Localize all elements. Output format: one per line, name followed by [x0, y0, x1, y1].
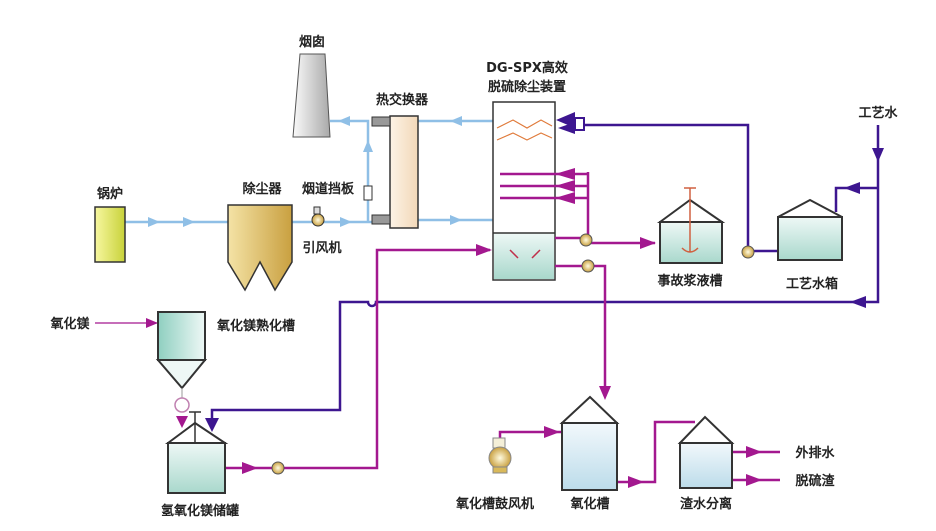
mgo-slaking-tank-label: 氧化镁熟化槽 — [216, 318, 295, 334]
pump-icon — [271, 233, 755, 475]
oxidation-tank-label: 氧化槽 — [569, 496, 609, 512]
oxidation-blower-label: 氧化槽鼓风机 — [455, 496, 534, 512]
damper-icon — [363, 116, 391, 225]
accident-slurry-tank — [656, 187, 726, 264]
mgo-label: 氧化镁 — [49, 316, 90, 332]
tower-label-line1: DG-SPX高效 — [486, 60, 569, 76]
mgoh2-tank-label: 氢氧化镁储罐 — [161, 503, 239, 519]
slurry-lines — [95, 168, 780, 488]
process-water-tank — [777, 198, 843, 261]
separator-label: 渣水分离 — [680, 496, 732, 512]
chimney — [292, 53, 331, 138]
accident-tank-label: 事故浆液槽 — [657, 273, 722, 289]
process-water-tank-label: 工艺水箱 — [786, 276, 838, 292]
boiler — [94, 206, 126, 263]
discharge-water-label: 外排水 — [794, 445, 835, 461]
chimney-label: 烟囱 — [299, 34, 325, 50]
dust-collector — [227, 204, 293, 292]
mgo-slaking-tank — [155, 311, 208, 413]
induced-fan-label: 引风机 — [302, 240, 341, 256]
dust-collector-label: 除尘器 — [242, 181, 282, 197]
heat-exchanger — [389, 115, 419, 229]
residue-label: 脱硫渣 — [795, 473, 835, 489]
process-water-label: 工艺水 — [858, 105, 898, 121]
heat-exchanger-label: 热交换器 — [376, 92, 429, 108]
tower-label-line2: 脱硫除尘装置 — [488, 79, 566, 95]
oxidation-tank — [559, 395, 620, 491]
desulfurization-tower — [492, 101, 556, 281]
induced-fan-icon — [311, 206, 325, 227]
mgoh2-storage-tank — [164, 411, 229, 494]
residue-water-separator — [677, 415, 735, 489]
oxidation-blower-icon — [488, 437, 512, 474]
flue-damper-label: 烟道挡板 — [302, 181, 355, 197]
boiler-label: 锅炉 — [97, 186, 123, 202]
